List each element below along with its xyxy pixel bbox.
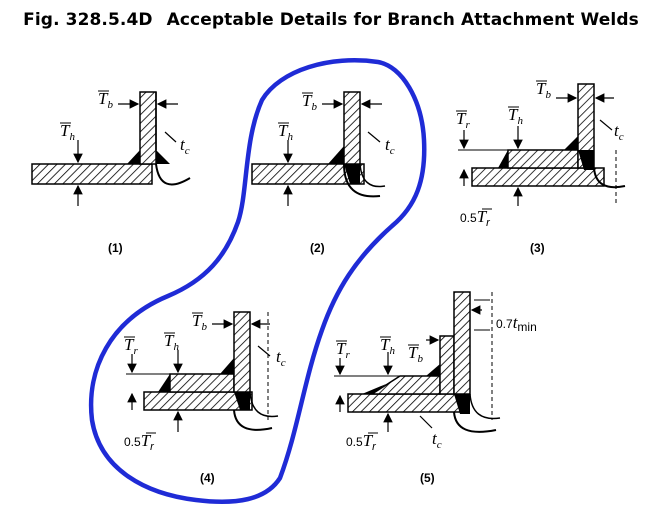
detail-1-th-label: Th xyxy=(60,121,75,143)
detail-4: Tr Th Tb tc 0.5Tr (4) xyxy=(124,311,286,485)
detail-2-th-label: Th xyxy=(278,121,293,143)
detail-5: Tr Th Tb 0.7tmin tc 0.5Tr (5) xyxy=(334,291,537,485)
detail-1-caption: (1) xyxy=(108,241,123,255)
detail-1: Th Tb tc (1) xyxy=(31,89,191,255)
detail-5-tc-label: tc xyxy=(432,429,442,451)
detail-2-tc-label: tc xyxy=(385,135,395,157)
detail-4-caption: (4) xyxy=(200,471,215,485)
detail-4-half-tr-label: 0.5Tr xyxy=(124,431,155,453)
detail-3-th-label: Th xyxy=(508,105,523,127)
detail-2-tb-label: Tb xyxy=(302,91,317,113)
detail-4-th-label: Th xyxy=(164,331,179,353)
detail-4-tc-label: tc xyxy=(276,347,286,369)
detail-4-tr-label: Tr xyxy=(124,335,138,357)
detail-3-caption: (3) xyxy=(530,241,545,255)
detail-5-th-label: Th xyxy=(380,335,395,357)
detail-5-tmin-label: 0.7tmin xyxy=(496,313,537,334)
detail-5-tb-label: Tb xyxy=(408,343,423,365)
detail-2-caption: (2) xyxy=(310,241,325,255)
detail-5-caption: (5) xyxy=(420,471,435,485)
detail-3-tb-label: Tb xyxy=(536,79,551,101)
figure-title: Fig. 328.5.4D Acceptable Details for Bran… xyxy=(0,10,662,30)
detail-5-tr-label: Tr xyxy=(336,339,350,361)
detail-1-tb-label: Tb xyxy=(98,89,113,111)
detail-4-tb-label: Tb xyxy=(192,311,207,333)
detail-5-half-tr-label: 0.5Tr xyxy=(346,431,377,453)
detail-3-half-tr-label: 0.5Tr xyxy=(460,207,491,229)
detail-3-tr-label: Tr xyxy=(456,109,470,131)
highlight-outline xyxy=(88,58,427,504)
figure-caption-text: Acceptable Details for Branch Attachment… xyxy=(166,10,639,30)
detail-1-tc-label: tc xyxy=(180,135,190,157)
detail-3: Tr Th Tb tc 0.5Tr (3) xyxy=(456,79,626,255)
figure-number: Fig. 328.5.4D xyxy=(23,10,153,30)
detail-2: Th Tb tc (2) xyxy=(251,91,395,255)
detail-3-tc-label: tc xyxy=(614,121,624,143)
